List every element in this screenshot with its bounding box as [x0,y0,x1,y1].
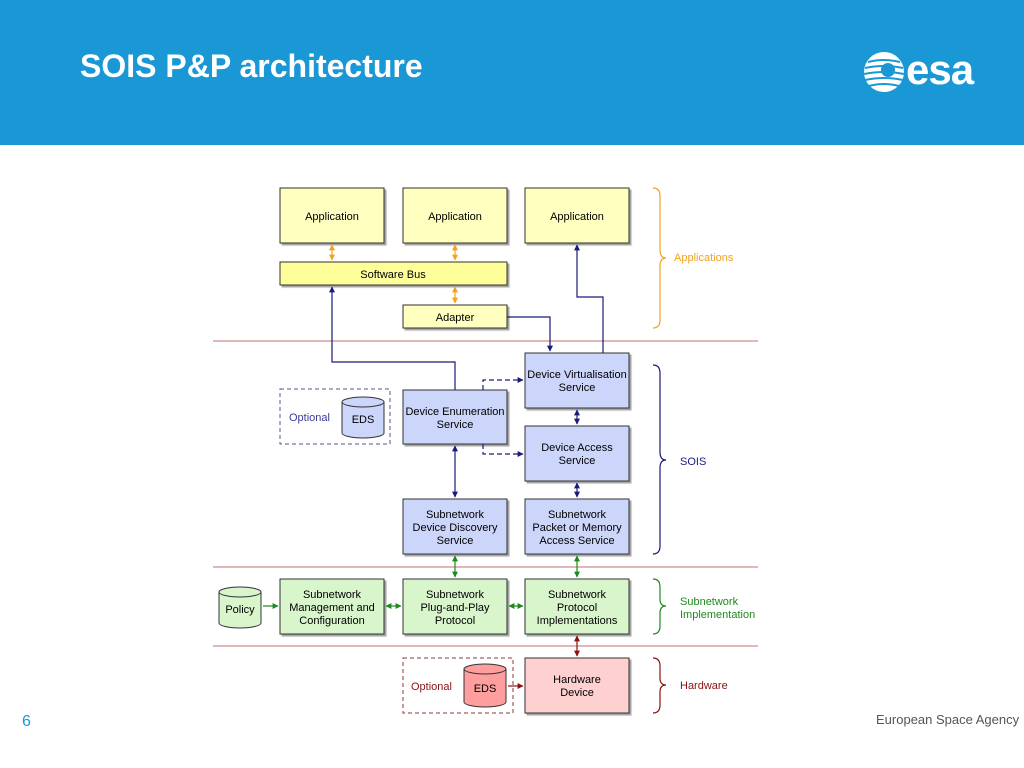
arrow-des-to-das-dashed [482,444,524,457]
spi-label-line-1: Subnetwork [548,589,607,601]
smc-label-line-3: Configuration [299,615,364,627]
esa-logo-text: esa [906,46,974,93]
application-box-3: Application [524,187,630,244]
smc-label-line-1: Subnetwork [303,589,362,601]
des-label-line-2: Service [437,419,474,431]
sdds-label-line-2: Device Discovery [413,522,498,534]
application-box-1: Application [279,187,385,244]
dvs-label-line-2: Service [559,382,596,394]
applications-brace: Applications [652,187,734,329]
hardware-arrows [508,635,580,689]
device-enumeration-service-box: Device Enumeration Service [402,389,508,445]
subnetwork-arrows [263,555,580,609]
optional-eds-group: Optional EDS [279,388,391,445]
application-label-3: Application [550,211,604,223]
application-label-2: Application [428,211,482,223]
subnetwork-brace: Subnetwork Implementation [652,578,755,635]
des-label-line-1: Device Enumeration [405,406,504,418]
applications-group-label: Applications [674,252,734,264]
optional-label: Optional [289,412,330,424]
esa-logo: esa [862,44,1002,104]
subnetwork-device-discovery-service-box: Subnetwork Device Discovery Service [402,498,508,555]
optional-eds-hardware-group: Optional EDS [402,657,514,714]
device-access-service-box: Device Access Service [524,425,630,482]
slide-header: SOIS P&P architecture esa [0,0,1024,145]
hardware-device-box: Hardware Device [524,657,630,714]
arrow-des-to-bus [329,286,456,390]
policy-label: Policy [225,604,255,616]
page-number: 6 [22,713,31,730]
sdds-label-line-3: Service [437,535,474,547]
eds-hardware-database-icon: EDS [463,663,507,708]
subnetwork-management-configuration-box: Subnetwork Management and Configuration [279,578,385,635]
spma-label-line-1: Subnetwork [548,509,607,521]
sois-brace: SOIS [652,364,706,555]
slide-title: SOIS P&P architecture [80,48,423,84]
eds-label: EDS [352,414,375,426]
application-label-1: Application [305,211,359,223]
spnp-label-line-3: Protocol [435,615,475,627]
application-arrows [329,244,458,304]
arrow-des-to-dvs-dashed [482,377,524,390]
spnp-label-line-1: Subnetwork [426,589,485,601]
policy-database-icon: Policy [218,586,262,629]
spma-label-line-2: Packet or Memory [532,522,622,534]
sois-group-label: SOIS [680,456,706,468]
hardware-device-label-line-1: Hardware [553,674,601,686]
software-bus-label: Software Bus [360,269,426,281]
subnetwork-packet-memory-access-service-box: Subnetwork Packet or Memory Access Servi… [524,498,630,555]
sois-arrows [329,244,604,498]
arrow-dvs-to-app3 [574,244,604,353]
subnetwork-protocol-implementations-box: Subnetwork Protocol Implementations [524,578,630,635]
hardware-device-label-line-2: Device [560,687,594,699]
esa-globe-icon [863,52,905,92]
software-bus-box: Software Bus [279,261,508,286]
smc-label-line-2: Management and [289,602,375,614]
subnetwork-group-label-line-2: Implementation [680,609,755,621]
eds-database-icon: EDS [341,396,385,439]
spma-label-line-3: Access Service [539,535,614,547]
subnetwork-plug-and-play-protocol-box: Subnetwork Plug-and-Play Protocol [402,578,508,635]
spnp-label-line-2: Plug-and-Play [420,602,490,614]
hardware-brace: Hardware [652,657,728,714]
eds-hardware-label: EDS [474,683,497,695]
layer-separators [213,340,758,647]
optional-hardware-label: Optional [411,681,452,693]
application-box-2: Application [402,187,508,244]
hardware-group-label: Hardware [680,680,728,692]
spi-label-line-2: Protocol [557,602,597,614]
dvs-label-line-1: Device Virtualisation [527,369,626,381]
adapter-label: Adapter [436,312,475,324]
subnetwork-group-label-line-1: Subnetwork [680,596,739,608]
adapter-box: Adapter [402,304,508,329]
footer-organization: European Space Agency [876,712,1020,727]
das-label-line-2: Service [559,455,596,467]
das-label-line-1: Device Access [541,442,613,454]
arrow-adapter-to-dvs [507,316,553,352]
spi-label-line-3: Implementations [537,615,618,627]
device-virtualisation-service-box: Device Virtualisation Service [524,352,630,409]
sdds-label-line-1: Subnetwork [426,509,485,521]
